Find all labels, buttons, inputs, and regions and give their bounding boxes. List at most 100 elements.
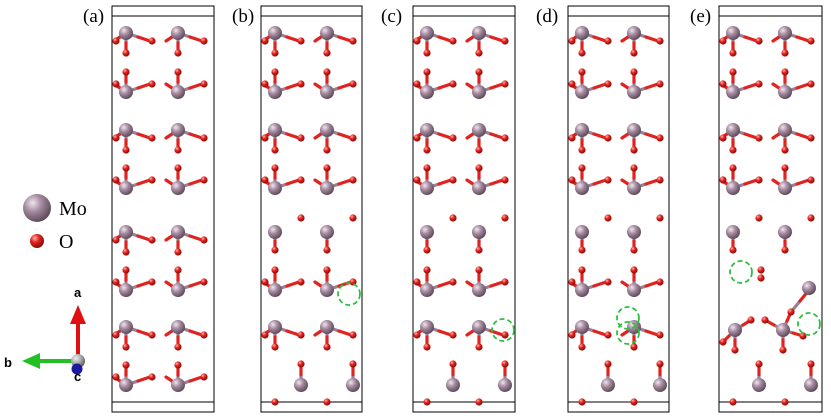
bond [285, 178, 301, 186]
o-atom [271, 49, 279, 57]
o-atom [349, 134, 357, 142]
o-atom [200, 331, 208, 339]
o-atom [297, 176, 305, 184]
o-atom [174, 343, 182, 351]
mo-atom [268, 225, 282, 239]
o-atom [148, 331, 156, 339]
o-atom [413, 37, 421, 45]
bond [437, 178, 453, 186]
o-atom [630, 266, 638, 274]
bond [285, 82, 301, 90]
mo-atom [627, 123, 641, 137]
o-atom [297, 134, 305, 142]
o-atom [578, 68, 586, 76]
o-atom [656, 214, 664, 222]
o-atom [501, 331, 509, 339]
vacancy-marker [616, 306, 640, 330]
o-atom [729, 146, 737, 154]
bond [188, 234, 204, 242]
o-atom [297, 360, 305, 368]
vacancy-marker [729, 260, 753, 284]
bond [743, 178, 759, 186]
o-atom [449, 214, 457, 222]
o-atom [323, 164, 331, 172]
o-atom [755, 80, 763, 88]
o-atom [781, 68, 789, 76]
bond [437, 82, 453, 90]
o-atom [271, 246, 279, 254]
o-atom [656, 80, 664, 88]
bond [164, 82, 174, 90]
mo-atom [420, 123, 434, 137]
bond [743, 132, 759, 140]
o-atom [297, 80, 305, 88]
o-atom [630, 164, 638, 172]
vacancy-marker [616, 321, 640, 345]
bond [164, 132, 174, 140]
mo-atom [778, 85, 792, 99]
bond [795, 132, 811, 140]
o-atom [807, 80, 815, 88]
o-atom [475, 68, 483, 76]
o-atom [604, 278, 612, 286]
o-atom [261, 176, 269, 184]
bond [136, 280, 152, 288]
mo-atom [472, 283, 486, 297]
o-atom [755, 176, 763, 184]
o-atom [630, 49, 638, 57]
o-atom [807, 360, 815, 368]
mo-atom [472, 320, 486, 334]
mo-atom [627, 225, 641, 239]
cell-frame [718, 5, 823, 413]
o-atom [475, 266, 483, 274]
mo-atom [575, 225, 589, 239]
o-atom [200, 176, 208, 184]
bond [620, 132, 630, 140]
o-atom [413, 331, 421, 339]
o-atom [349, 176, 357, 184]
o-atom [501, 37, 509, 45]
mo-atom [778, 225, 792, 239]
panel-label-e: (e) [690, 6, 711, 27]
bond [489, 132, 505, 140]
o-atom [568, 331, 576, 339]
mo-atom [752, 378, 766, 392]
o-atom [423, 146, 431, 154]
o-atom [122, 343, 130, 351]
o-atom [423, 246, 431, 254]
o-atom [501, 176, 509, 184]
o-atom [475, 49, 483, 57]
mo-atom [268, 320, 282, 334]
axis-c-label: c [74, 369, 81, 384]
legend-mo-sphere [23, 194, 51, 222]
mo-atom [320, 85, 334, 99]
bond [437, 329, 453, 337]
bond [337, 82, 353, 90]
mo-atom [472, 85, 486, 99]
o-atom [604, 214, 612, 222]
bond [337, 178, 353, 186]
bond [795, 35, 811, 43]
mo-atom [472, 123, 486, 137]
o-atom [630, 68, 638, 76]
o-atom [148, 37, 156, 45]
panel-label-b: (b) [232, 6, 254, 27]
o-atom [349, 360, 357, 368]
bond [592, 178, 608, 186]
o-atom [630, 146, 638, 154]
o-atom [122, 164, 130, 172]
bond [188, 35, 204, 43]
mo-atom [320, 225, 334, 239]
o-atom [568, 134, 576, 142]
mo-atom [575, 320, 589, 334]
o-atom [757, 274, 765, 282]
o-atom [413, 278, 421, 286]
o-atom [501, 278, 509, 286]
mo-atom [627, 26, 641, 40]
o-atom [604, 176, 612, 184]
bond [313, 280, 323, 288]
bond [592, 280, 608, 288]
mo-atom [446, 378, 460, 392]
bond [465, 132, 475, 140]
o-atom [568, 80, 576, 88]
